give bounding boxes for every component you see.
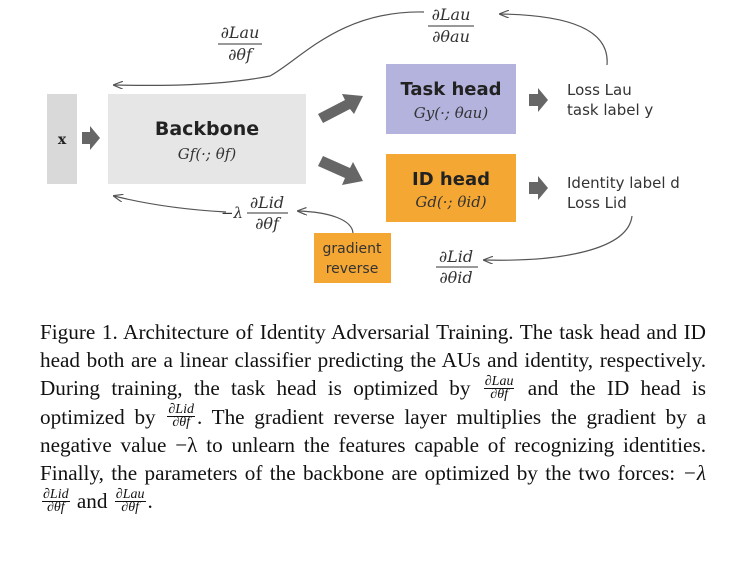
gradient-reverse-line1: gradient: [323, 241, 382, 257]
id-head-box: [386, 154, 516, 222]
task-head-formula: Gy(·; θau): [414, 104, 489, 122]
backbone-formula: Gf(·; θf): [178, 145, 237, 163]
id-output-line2: Loss Lid: [567, 194, 627, 212]
architecture-diagram: x Backbone Gf(·; θf) Task head Gy(·; θau…: [47, 5, 680, 287]
grad-top-den: ∂θau: [432, 27, 470, 46]
input-label: x: [58, 132, 67, 148]
task-output-arrow: [529, 88, 548, 112]
caption-fraction-3: ∂Lid∂θf: [42, 486, 70, 515]
task-head-title: Task head: [400, 79, 501, 100]
backbone-to-id-arrow: [318, 156, 363, 185]
id-head-formula: Gd(·; θid): [415, 193, 486, 211]
input-arrow: [82, 126, 100, 150]
caption-fraction-2: ∂Lid∂θf: [167, 402, 195, 431]
id-loss-to-grad-curve: [484, 215, 633, 260]
task-head-box: [386, 64, 516, 134]
gradient-reverse-box: [314, 233, 391, 283]
grad-id-den: ∂θid: [439, 268, 472, 287]
id-output-arrow: [529, 176, 548, 200]
grad-backbone-task-num: ∂Lau: [221, 23, 260, 42]
figure-caption: Figure 1. Architecture of Identity Adver…: [40, 318, 706, 516]
grad-to-reverse-curve: [298, 211, 354, 234]
reverse-to-backbone-curve: [114, 196, 227, 213]
grad-backbone-id-num: ∂Lid: [250, 193, 284, 212]
grad-backbone-task-den: ∂θf: [228, 45, 255, 64]
task-output-line2: task label y: [567, 101, 653, 119]
grad-top-num: ∂Lau: [432, 5, 471, 24]
caption-text-2: and the ID head is optimized by: [40, 376, 706, 429]
task-loss-to-top-curve: [500, 14, 608, 66]
caption-fraction-4: ∂Lau∂θf: [114, 486, 146, 515]
grad-id-num: ∂Lid: [439, 247, 473, 266]
caption-text-4: −λ: [682, 461, 706, 486]
task-output-line1: Loss Lau: [567, 81, 632, 99]
gradient-reverse-line2: reverse: [326, 261, 379, 277]
caption-fraction-1: ∂Lau∂θf: [483, 373, 515, 402]
caption-text-6: .: [147, 489, 153, 514]
caption-text-1: Figure 1. Architecture of Identity Adver…: [40, 320, 706, 400]
backbone-title: Backbone: [155, 118, 259, 140]
input-box: [47, 94, 77, 184]
backbone-to-task-arrow: [318, 94, 363, 123]
caption-text-3: . The gradient reverse layer multiplies …: [40, 404, 706, 486]
caption-text-5: and: [76, 489, 108, 514]
backbone-box: [108, 94, 306, 184]
top-to-backbone-curve: [114, 11, 425, 85]
id-head-title: ID head: [412, 169, 490, 190]
id-output-line1: Identity label d: [567, 174, 680, 192]
grad-backbone-id-den: ∂θf: [255, 214, 282, 233]
grad-backbone-id-prefix: −λ: [221, 204, 243, 222]
